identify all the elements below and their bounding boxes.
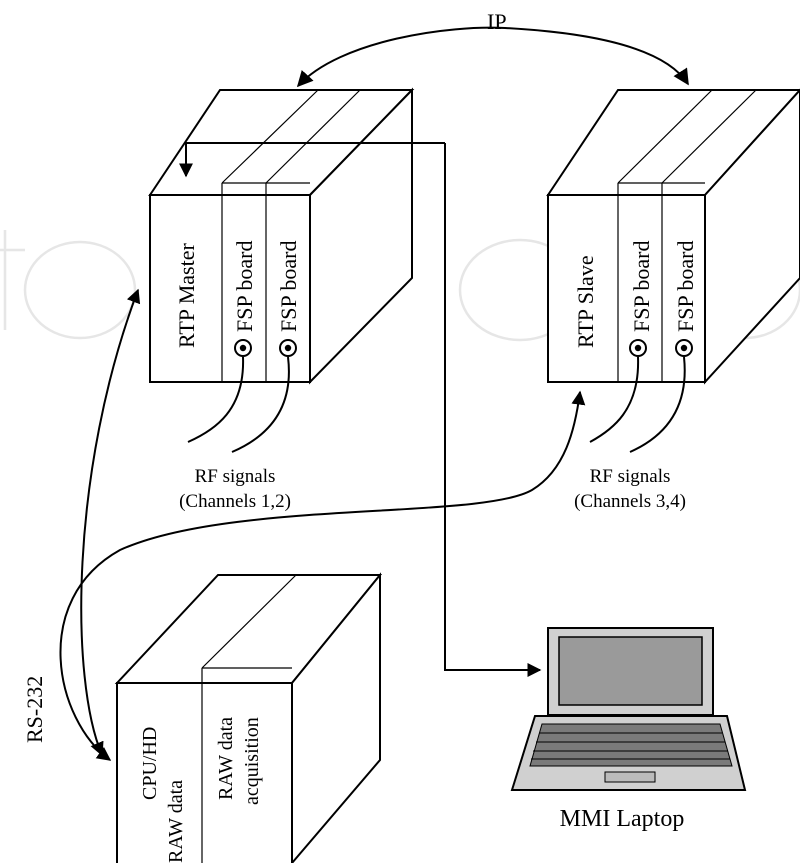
connections — [59, 26, 689, 761]
rf-connector-icon — [279, 339, 297, 357]
rtp-slave-cabinet: RTP Slave FSP board FSP board — [546, 88, 800, 385]
rs232-master-link — [80, 288, 141, 757]
rf-channels-label: (Channels 1,2) — [179, 491, 291, 512]
rf-connector-icon — [675, 339, 693, 357]
rf-connector-icon — [629, 339, 647, 357]
fsp-board-label: FSP board — [673, 241, 698, 332]
rf-channels-label: (Channels 3,4) — [574, 491, 686, 512]
laptop-icon — [510, 627, 747, 791]
rs232-slave-link — [59, 390, 586, 761]
rf-signals-label: RF signals — [590, 466, 671, 487]
fsp-board-label: FSP board — [232, 241, 257, 332]
mmi-link — [444, 143, 542, 677]
acquisition-cabinet: CPU/HD RAW data RAW data acquisition — [114, 572, 383, 863]
rf-cable — [231, 356, 290, 453]
raw-data-acq-label-1: RAW data — [215, 717, 237, 800]
rf-signals-label: RF signals — [195, 466, 276, 487]
mmi-laptop-label: MMI Laptop — [560, 806, 685, 832]
rtp-master-cabinet: RTP Master FSP board FSP board — [148, 87, 415, 385]
raw-data-label: RAW data — [165, 780, 187, 863]
rf-cable — [589, 356, 640, 443]
fsp-board-label: FSP board — [629, 241, 654, 332]
raw-data-acq-label-2: acquisition — [241, 717, 263, 805]
cpu-hd-label: CPU/HD — [139, 727, 161, 800]
rtp-slave-label: RTP Slave — [573, 255, 598, 348]
rf-cable — [187, 356, 245, 443]
mmi-link — [179, 142, 445, 178]
ip-link — [296, 26, 689, 88]
rtp-master-label: RTP Master — [174, 243, 199, 348]
rs232-label: RS-232 — [22, 676, 47, 743]
rf-connector-icon — [234, 339, 252, 357]
ip-label: IP — [487, 9, 507, 34]
rf-cable — [629, 356, 686, 453]
fsp-board-label: FSP board — [276, 241, 301, 332]
